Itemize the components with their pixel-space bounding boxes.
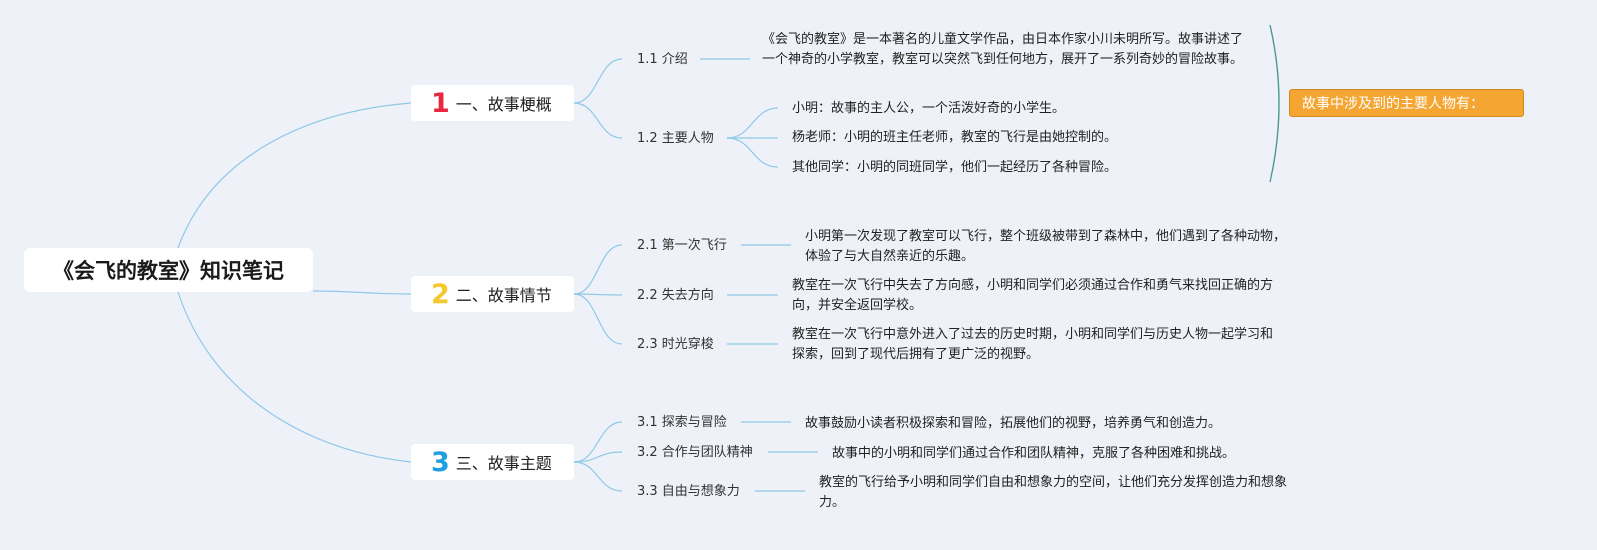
detail-text: 教室在一次飞行中失去了方向感，小明和同学们必须通过合作和勇气来找回正确的方向，并… <box>792 278 1274 313</box>
detail-text: 其他同学：小明的同班同学，他们一起经历了各种冒险。 <box>792 160 1118 175</box>
summary-callout[interactable]: 故事中涉及到的主要人物有： <box>1289 89 1524 117</box>
subtopic-3-3[interactable]: 3.3 自由与想象力 <box>637 483 740 501</box>
detail-text: 《会飞的教室》是一本著名的儿童文学作品，由日本作家小川未明所写。故事讲述了一个神… <box>762 32 1244 67</box>
number-1-icon: 1 <box>431 87 450 119</box>
link-topic3-sub3 <box>573 461 623 492</box>
detail-text: 教室的飞行给予小明和同学们自由和想象力的空间，让他们充分发挥创造力和想象力。 <box>819 475 1288 510</box>
subtopic-3-2[interactable]: 3.2 合作与团队精神 <box>637 444 753 462</box>
callout-label: 故事中涉及到的主要人物有： <box>1302 96 1484 112</box>
subtopic-2-1[interactable]: 2.1 第一次飞行 <box>637 237 727 255</box>
detail-text: 杨老师：小明的班主任老师，教室的飞行是由她控制的。 <box>792 130 1118 145</box>
detail-3-1[interactable]: 故事鼓励小读者积极探索和冒险，拓展他们的视野，培养勇气和创造力。 <box>805 414 1265 434</box>
subtopic-1-2[interactable]: 1.2 主要人物 <box>637 130 714 148</box>
link-topic3-sub1 <box>573 421 623 463</box>
subtopic-2-2[interactable]: 2.2 失去方向 <box>637 287 714 305</box>
link-topic2-sub2 <box>573 293 623 296</box>
link-sub1-2-detail3 <box>726 137 779 168</box>
detail-1-1[interactable]: 《会飞的教室》是一本著名的儿童文学作品，由日本作家小川未明所写。故事讲述了一个神… <box>762 30 1250 70</box>
subtopic-2-3[interactable]: 2.3 时光穿梭 <box>637 336 714 354</box>
link-topic1-sub2 <box>573 102 623 139</box>
subtopic-label: 3.3 自由与想象力 <box>637 484 740 499</box>
summary-bracket <box>1269 24 1280 183</box>
detail-3-3[interactable]: 教室的飞行给予小明和同学们自由和想象力的空间，让他们充分发挥创造力和想象力。 <box>819 473 1305 513</box>
detail-text: 小明第一次发现了教室可以飞行，整个班级被带到了森林中，他们遇到了各种动物，体验了… <box>805 229 1287 264</box>
detail-1-2-2[interactable]: 杨老师：小明的班主任老师，教室的飞行是由她控制的。 <box>792 128 1212 148</box>
subtopic-label: 1.1 介绍 <box>637 52 688 67</box>
root-topic[interactable]: 《会飞的教室》知识笔记 <box>24 248 313 292</box>
detail-2-1[interactable]: 小明第一次发现了教室可以飞行，整个班级被带到了森林中，他们遇到了各种动物，体验了… <box>805 227 1291 267</box>
link-topic3-sub2 <box>573 451 623 463</box>
detail-text: 故事中的小明和同学们通过合作和团队精神，克服了各种困难和挑战。 <box>832 446 1236 461</box>
link-root-topic-2 <box>312 290 412 295</box>
main-topic-label: 三、故事主题 <box>455 454 552 473</box>
subtopic-label: 3.2 合作与团队精神 <box>637 445 753 460</box>
link-root-topic-3 <box>177 291 412 463</box>
subtopic-label: 3.1 探索与冒险 <box>637 415 727 430</box>
detail-1-2-3[interactable]: 其他同学：小明的同班同学，他们一起经历了各种冒险。 <box>792 158 1212 178</box>
link-root-topic-1 <box>177 102 412 249</box>
link-topic1-sub1 <box>573 58 623 104</box>
link-topic2-sub3 <box>573 293 623 345</box>
subtopic-1-1[interactable]: 1.1 介绍 <box>637 51 688 69</box>
number-3-icon: 3 <box>431 446 450 478</box>
main-topic-2[interactable]: 2 二、故事情节 <box>411 276 574 312</box>
link-sub1-2-detail1 <box>726 107 779 139</box>
detail-text: 教室在一次飞行中意外进入了过去的历史时期，小明和同学们与历史人物一起学习和探索，… <box>792 327 1274 362</box>
detail-3-2[interactable]: 故事中的小明和同学们通过合作和团队精神，克服了各种困难和挑战。 <box>832 444 1272 464</box>
main-topic-label: 二、故事情节 <box>455 286 552 305</box>
subtopic-label: 2.1 第一次飞行 <box>637 238 727 253</box>
main-topic-3[interactable]: 3 三、故事主题 <box>411 444 574 480</box>
root-topic-label: 《会飞的教室》知识笔记 <box>53 259 284 283</box>
subtopic-label: 2.3 时光穿梭 <box>637 337 714 352</box>
main-topic-label: 一、故事梗概 <box>455 95 552 114</box>
detail-2-2[interactable]: 教室在一次飞行中失去了方向感，小明和同学们必须通过合作和勇气来找回正确的方向，并… <box>792 276 1280 316</box>
link-topic2-sub1 <box>573 244 623 295</box>
detail-2-3[interactable]: 教室在一次飞行中意外进入了过去的历史时期，小明和同学们与历史人物一起学习和探索，… <box>792 325 1280 365</box>
number-2-icon: 2 <box>431 278 450 310</box>
subtopic-3-1[interactable]: 3.1 探索与冒险 <box>637 414 727 432</box>
subtopic-label: 1.2 主要人物 <box>637 131 714 146</box>
detail-1-2-1[interactable]: 小明：故事的主人公，一个活泼好奇的小学生。 <box>792 99 1212 119</box>
main-topic-1[interactable]: 1 一、故事梗概 <box>411 85 574 121</box>
subtopic-label: 2.2 失去方向 <box>637 288 714 303</box>
detail-text: 故事鼓励小读者积极探索和冒险，拓展他们的视野，培养勇气和创造力。 <box>805 416 1222 431</box>
detail-text: 小明：故事的主人公，一个活泼好奇的小学生。 <box>792 101 1066 116</box>
